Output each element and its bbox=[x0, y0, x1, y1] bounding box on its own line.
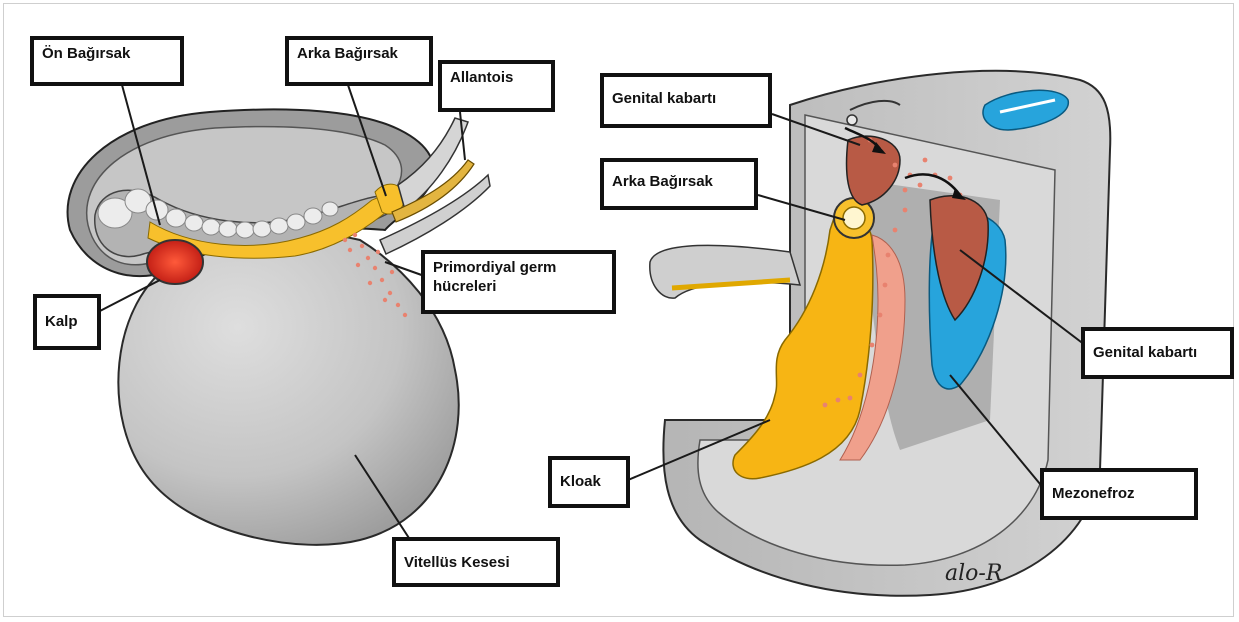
label-foregut: Ön Bağırsak bbox=[30, 36, 184, 86]
label-mesonephros: Mezonefroz bbox=[1040, 468, 1198, 520]
label-cloaca: Kloak bbox=[548, 456, 630, 508]
label-allantois: Allantois bbox=[438, 60, 555, 112]
label-heart: Kalp bbox=[33, 294, 101, 350]
label-hindgut-left: Arka Bağırsak bbox=[285, 36, 433, 86]
mesentery-knob bbox=[847, 115, 857, 125]
label-genital-ridge-top: Genital kabartı bbox=[600, 73, 772, 128]
left-embryo bbox=[68, 109, 490, 544]
label-primordial-germ-cells: Primordiyal germ hücreleri bbox=[421, 250, 616, 314]
hindgut-lumen bbox=[843, 207, 865, 229]
label-yolk-sac: Vitellüs Kesesi bbox=[392, 537, 560, 587]
label-genital-ridge-right: Genital kabartı bbox=[1081, 327, 1234, 379]
label-hindgut-right: Arka Bağırsak bbox=[600, 158, 758, 210]
heart-shape bbox=[147, 240, 203, 284]
artist-signature: alo-R bbox=[945, 561, 1002, 586]
